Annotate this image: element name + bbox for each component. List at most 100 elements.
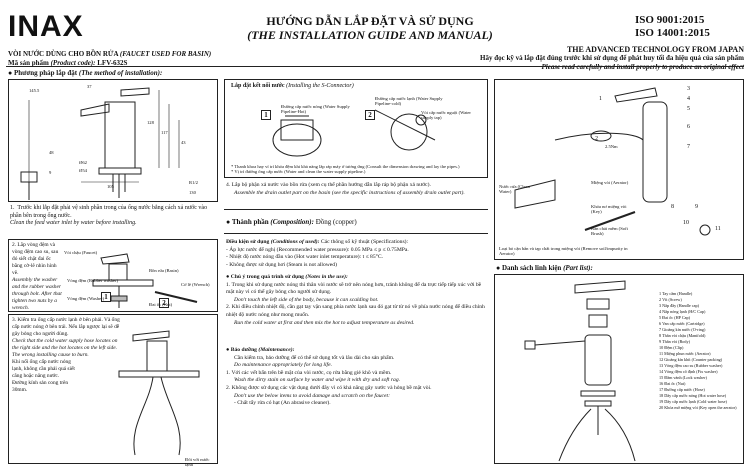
connector-box: Lắp đặt kết nối nước (Installing the S-C… <box>224 79 488 178</box>
parts-box: 1 Tay cầm (Handle) 2 Vít (Screw) 3 Nắp đ… <box>494 274 744 464</box>
faucet-dimension-svg <box>20 87 180 200</box>
maintenance-block: ● Bảo dưỡng (Maintenance): Cần kiểm tra,… <box>226 347 432 407</box>
label-basin: Bồn rửa (Basin) <box>149 268 179 273</box>
label-nut: Đai ốc (Nut) <box>149 302 173 307</box>
connector-marker-1: 1 <box>261 110 271 120</box>
dim-label-48: 48 <box>49 150 54 155</box>
label-key: Khóa nơ miệng vòi (Key) <box>591 204 627 214</box>
aerator-callout-8: 8 <box>671 204 674 210</box>
dim-label-128: 128 <box>147 120 154 125</box>
connector-diagram <box>272 109 436 157</box>
step-3-box: 3. Kiểm tra ống cấp nước lạnh ở bên phải… <box>8 314 218 467</box>
step3-diagram <box>118 330 200 456</box>
aerator-callout-9: 9 <box>695 204 698 210</box>
connector-marker-2: 2 <box>365 110 375 120</box>
aerator-callout-10: 10 <box>683 220 689 226</box>
label-washer: Vòng đệm (Washer) <box>67 296 105 301</box>
connector-notes: * Thanh khoa hay ví trí khóa đệm khi khả… <box>231 164 460 174</box>
dim-label-145: 145.5 <box>29 88 40 93</box>
part-item: 1 Tay cầm (Handle) <box>659 291 693 296</box>
tagline: THE ADVANCED TECHNOLOGY FROM JAPAN <box>566 45 744 54</box>
conditions-block: Điều kiện sử dụng (Conditions of used): … <box>226 239 488 269</box>
part-item: 17 Đường cấp nước (Hose) <box>659 387 705 392</box>
dim-label-117: 117 <box>161 130 168 135</box>
divider-conditions <box>224 233 488 234</box>
parts-list: 1 Tay cầm (Handle) 2 Vít (Screw) 3 Nắp đ… <box>659 291 745 411</box>
part-item: 11 Miệng phun nước (Aerator) <box>659 351 711 356</box>
dim-label-105: 105 <box>107 184 114 189</box>
label-cold-water: Đối với nước lạnh <box>185 457 210 467</box>
document-title: HƯỚNG DẪN LẮP ĐẶT VÀ SỬ DỤNG (THE INSTAL… <box>220 14 520 42</box>
part-item: 8 Thân vòi chậu (Manifold) <box>659 333 706 338</box>
dimension-drawing: 145.5 128 117 43 105 37 Ø62 Ø54 48 9 R1/… <box>8 79 218 202</box>
part-item: 9 Thân vòi (Body) <box>659 339 690 344</box>
part-item: 20 Khóa mở miệng vòi (Key open the aerat… <box>659 405 737 410</box>
iso-14001: ISO 14001:2015 <box>635 27 710 39</box>
dim-label-130: 130 <box>189 190 196 195</box>
step2-marker-2: 2 <box>159 298 169 308</box>
iso-9001: ISO 9001:2015 <box>635 14 705 26</box>
step-2-box: 2. Lắp vòng đệm và vòng đệm cao su, sau … <box>8 239 218 312</box>
step2-text: 2. Lắp vòng đệm và vòng đệm cao su, sau … <box>12 242 62 311</box>
aerator-callout-2: 2 <box>595 136 598 142</box>
title-en: (THE INSTALLATION GUIDE AND MANUAL) <box>247 28 493 42</box>
aerator-callout-7: 7 <box>687 144 690 150</box>
step1-en: Clean the feed water inlet by water befo… <box>10 220 137 226</box>
aerator-callout-11: 11 <box>715 226 721 232</box>
label-aerator: Miệng vòi (Aerator) <box>591 180 629 185</box>
part-item: 19 Dây cấp nước lạnh (Cold water hose) <box>659 399 727 404</box>
steam-spec: - Không được sử dụng hơi (Steam is not a… <box>226 261 337 268</box>
label-wrench: Cờ lê (Wrench) <box>181 282 210 287</box>
part-item: 18 Dây cấp nước nóng (Hot water hose) <box>659 393 727 398</box>
part-item: 6 Van cấp nước (Cartridge) <box>659 321 705 326</box>
part-item: 5 Đai ốc (HP Cap) <box>659 315 691 320</box>
dim-label-9: 9 <box>49 170 52 175</box>
label-rubber-washer: Vòng đệm (Rubber washer) <box>67 278 119 283</box>
product-line-en: (FAUCET USED FOR BASIN) <box>119 50 212 58</box>
parts-heading: ● Danh sách linh kiện (Part list): <box>496 264 593 272</box>
aerator-callout-1: 1 <box>599 96 602 102</box>
step2-marker-1: 1 <box>101 292 111 302</box>
step1-vn: 1. Trước khi lắp đặt phải vệ sinh phần t… <box>10 205 208 219</box>
brand-logo: INAX <box>8 10 84 43</box>
part-item: 3 Nắp đầy (Handle cap) <box>659 303 699 308</box>
label-faucet: Vòi chậu (Faucet) <box>64 250 98 255</box>
dim-label-43: 43 <box>181 140 186 145</box>
tagline-block: THE ADVANCED TECHNOLOGY FROM JAPAN Hãy đ… <box>480 45 744 72</box>
pressure-spec: - Áp lực nước để nghị (Recommended water… <box>226 246 409 253</box>
notes-block: ● Chú ý trong quá trình sử dụng (Notes i… <box>226 274 485 326</box>
header-rule <box>6 66 744 67</box>
part-item: 13 Vòng đệm cao su (Rubber washer) <box>659 363 723 368</box>
part-item: 15 Đầm vành (Lock washer) <box>659 375 707 380</box>
label-hot-pipeline: Đường cấp nước nóng (Water Supply Pipeli… <box>281 104 350 114</box>
part-item: 10 Đệm (Clip) <box>659 345 684 350</box>
read-instruction-en: Please read carefully and install proper… <box>541 63 744 71</box>
dim-label-37: 37 <box>87 84 92 89</box>
exploded-view-diagram <box>524 280 636 462</box>
aerator-torque: 2.5Nm <box>605 144 618 149</box>
connector-title: Lắp đặt kết nối nước (Installing the S-C… <box>231 83 354 89</box>
product-line: VÒI NƯỚC DÙNG CHO BỒN RỬA <box>8 50 119 58</box>
step-4: 4. Lắp bộ phận xả nước vào bồn rửa (xem … <box>226 182 488 197</box>
step-1: 1. Trước khi lắp đặt phải vệ sinh phần t… <box>10 205 218 228</box>
aerator-callout-3: 3 <box>687 86 690 92</box>
iso-certifications: ISO 9001:2015 ISO 14001:2015 <box>635 14 710 40</box>
product-header: VÒI NƯỚC DÙNG CHO BỒN RỬA (FAUCET USED F… <box>8 50 211 68</box>
label-clean-water: Nước rửa (Clean Water) <box>499 184 530 194</box>
step4-vn: 4. Lắp bộ phận xả nước vào bồn rửa (xem … <box>226 182 431 188</box>
product-code-en: (Product code): <box>50 59 96 67</box>
part-item: 4 Nắp nóng lạnh (H/C Cap) <box>659 309 706 314</box>
aerator-caption: Loại bỏ cặn bẩn và tạp chất trong miệng … <box>499 246 628 256</box>
composition-row: ● Thành phần (Composition): Đồng (copper… <box>226 218 357 226</box>
dim-label-54: Ø54 <box>79 168 87 173</box>
title-vn: HƯỚNG DẪN LẮP ĐẶT VÀ SỬ DỤNG <box>266 14 474 28</box>
temperature-spec: - Nhiệt độ nước nóng đầu vào (Hot water … <box>226 254 384 261</box>
dim-label-62: Ø62 <box>79 160 87 165</box>
label-soft-brush: Bàn chải mềm (Soft Brush) <box>591 226 628 236</box>
label-supply-tap: Vòi cấp nước nguội (Water supply tap) <box>421 110 471 120</box>
step2-diagram <box>92 253 198 308</box>
part-item: 2 Vít (Screw) <box>659 297 682 302</box>
dim-label-r12: R1/2 <box>189 180 198 185</box>
part-item: 16 Đai ốc (Nut) <box>659 381 686 386</box>
aerator-box: Nước rửa (Clean Water) Miệng vòi (Aerato… <box>494 79 744 260</box>
